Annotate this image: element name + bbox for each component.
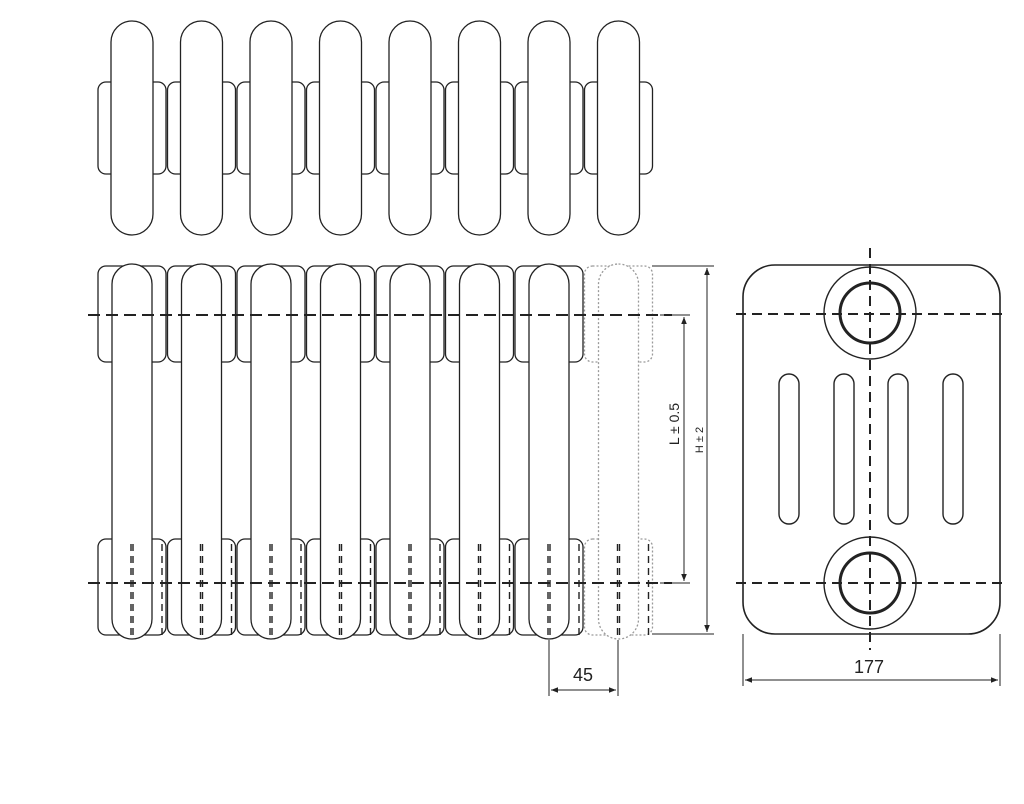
side-slot xyxy=(778,373,800,525)
top-view-column xyxy=(179,20,224,236)
front-view-columns xyxy=(111,263,640,640)
axis-distance-label: L ± 0.5 xyxy=(666,403,682,445)
side-view xyxy=(736,248,1008,650)
radiator-section xyxy=(250,263,292,640)
top-view-column xyxy=(527,20,571,236)
radiator-section xyxy=(458,263,501,640)
top-view-column xyxy=(388,20,432,236)
height-label: H ± 2 xyxy=(694,427,706,453)
side-centerlines xyxy=(736,248,1008,650)
side-view-outline xyxy=(742,264,1001,635)
radiator-section xyxy=(389,263,431,640)
top-view-column xyxy=(596,20,641,236)
side-slot xyxy=(887,373,909,525)
radiator-section xyxy=(528,263,570,640)
radiator-section xyxy=(111,263,153,640)
top-view xyxy=(97,20,654,236)
top-view-column xyxy=(457,20,502,236)
top-view-columns xyxy=(110,20,641,236)
radiator-section xyxy=(319,263,362,640)
front-view xyxy=(88,263,672,640)
dimensions: 45 177 L ± 0.5 H ± 2 xyxy=(548,265,1001,696)
radiator-section xyxy=(180,263,223,640)
ghost-radiator-section xyxy=(597,263,640,640)
top-view-column xyxy=(110,20,154,236)
top-view-column xyxy=(249,20,293,236)
side-slot xyxy=(942,373,964,525)
section-axis-marks xyxy=(130,544,650,640)
depth-label: 177 xyxy=(854,657,884,677)
pitch-label: 45 xyxy=(573,665,593,685)
side-slot xyxy=(833,373,855,525)
side-slots xyxy=(778,373,964,525)
front-centerlines xyxy=(88,314,672,584)
top-view-column xyxy=(318,20,363,236)
